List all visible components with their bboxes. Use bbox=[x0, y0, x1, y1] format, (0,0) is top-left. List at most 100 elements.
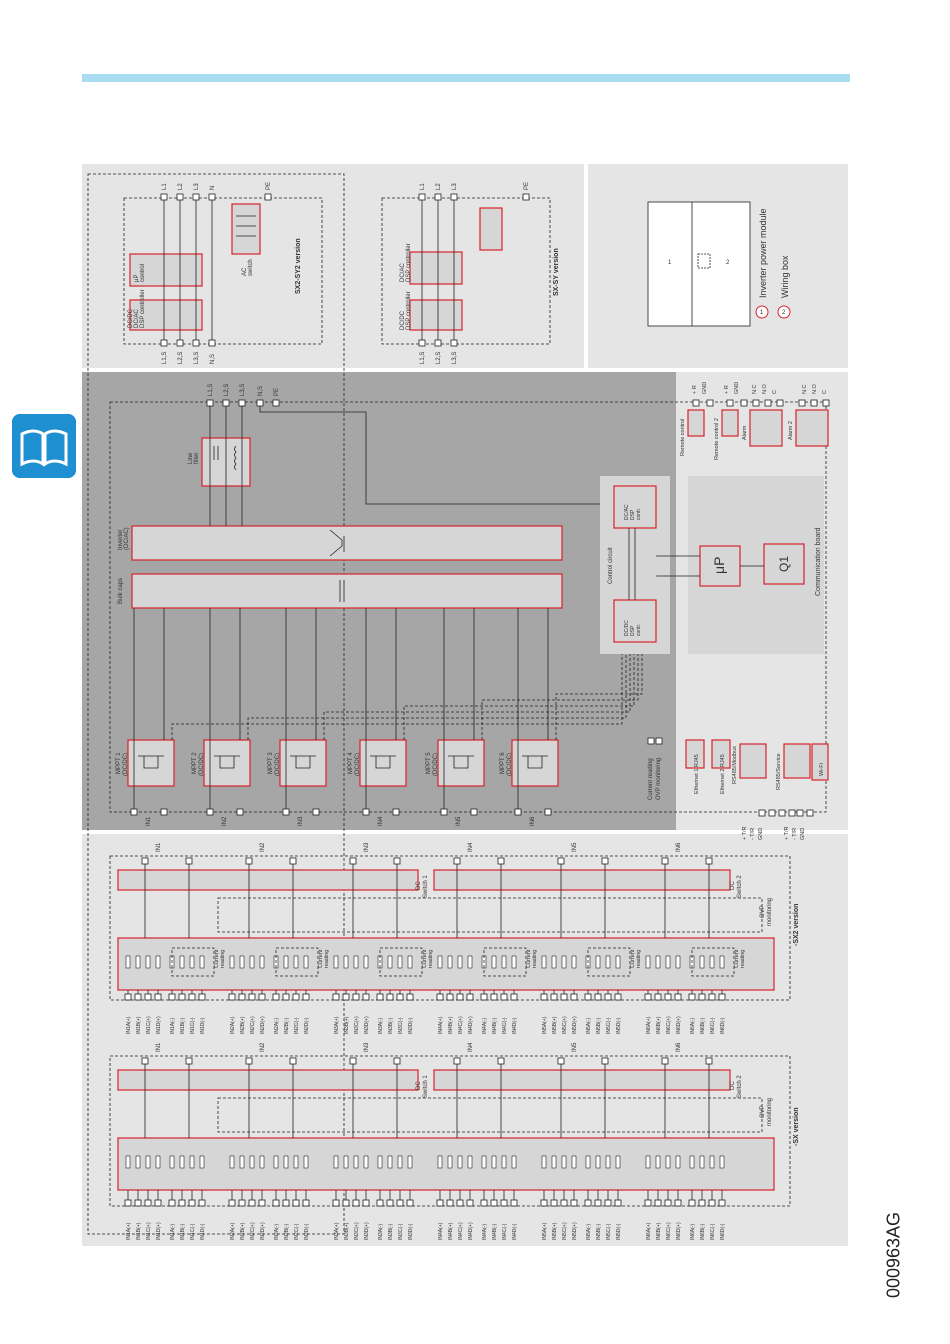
terminal-label: IN1D(-) bbox=[200, 1017, 206, 1034]
wiring-input-label: IN1 bbox=[156, 1042, 162, 1052]
wiring-diagram: .blk { fill:#d6d6d6; stroke:#d8232a; str… bbox=[82, 164, 848, 1246]
terminal-label: IN3C(-) bbox=[398, 1017, 404, 1034]
remote-control-2-label: Remote control 2 bbox=[714, 418, 720, 460]
line-s-label: L2,S bbox=[178, 352, 184, 364]
terminal-label: IN2B(-) bbox=[284, 1224, 290, 1240]
sx-sy-title: SX-SY version bbox=[553, 248, 560, 296]
output-label: L2,S bbox=[224, 384, 230, 396]
wiring-input-label: IN1 bbox=[156, 842, 162, 852]
dc-switch-1-label: DC bbox=[416, 881, 422, 890]
dcdc-dsp-block bbox=[613, 599, 657, 643]
line-label: N bbox=[210, 186, 216, 190]
terminal-label: IN6D(+) bbox=[676, 1016, 682, 1034]
version-title: -SX2 version bbox=[793, 904, 800, 946]
line-filter-label: Linefilter bbox=[188, 452, 200, 464]
version-title: -SX version bbox=[793, 1107, 800, 1146]
terminal-label: IN4A(+) bbox=[438, 1222, 444, 1240]
terminal-label: IN4C(-) bbox=[502, 1223, 508, 1240]
inverter-label: Inverter(DC/AC) bbox=[118, 527, 130, 550]
terminal-label: IN3D(-) bbox=[408, 1017, 414, 1034]
terminal-label: IN6D(+) bbox=[676, 1222, 682, 1240]
ovp-label: monitoring bbox=[767, 898, 773, 926]
terminal-label: IN1A(+) bbox=[126, 1222, 132, 1240]
terminal-label: IN3A(+) bbox=[334, 1222, 340, 1240]
input-label: IN5 bbox=[456, 816, 462, 826]
inverter-dcac-block bbox=[131, 525, 563, 561]
terminal-label: IN4C(+) bbox=[458, 1016, 464, 1034]
comm-board-label: Communication board bbox=[815, 527, 822, 596]
terminal-label: IN5D(-) bbox=[616, 1223, 622, 1240]
terminal-label: IN2A(-) bbox=[274, 1018, 280, 1034]
dc-switch-2-label: DC bbox=[730, 881, 736, 890]
current-reading-label: Current bbox=[630, 949, 636, 968]
terminal-label: IN6B(+) bbox=[656, 1222, 662, 1240]
current-reading-label: Current bbox=[526, 949, 532, 968]
current-reading-label: reading bbox=[636, 950, 642, 968]
output-label: PE bbox=[274, 388, 280, 396]
terminal-label: IN2C(+) bbox=[250, 1016, 256, 1034]
pin-label: + T/R bbox=[742, 826, 748, 840]
pin-label: + R bbox=[692, 385, 698, 394]
terminal-label: IN4D(-) bbox=[512, 1223, 518, 1240]
wiring-input-label: IN5 bbox=[572, 1042, 578, 1052]
terminal-label: IN5D(-) bbox=[616, 1017, 622, 1034]
current-reading-label: reading bbox=[428, 950, 434, 968]
line-label: L2 bbox=[436, 183, 442, 190]
dc-switch-1-label: DC bbox=[416, 1081, 422, 1090]
legend-item-2: Wiring box bbox=[780, 255, 790, 298]
header-bar bbox=[82, 74, 850, 82]
terminal-label: IN4B(+) bbox=[448, 1016, 454, 1034]
up-label: μP bbox=[711, 557, 727, 574]
terminal-label: IN4D(+) bbox=[468, 1222, 474, 1240]
current-reading-label: reading bbox=[220, 950, 226, 968]
terminal-label: IN1D(-) bbox=[200, 1223, 206, 1240]
terminal-label: IN2C(-) bbox=[294, 1017, 300, 1034]
terminal-label: IN5A(+) bbox=[542, 1222, 548, 1240]
svg-text:2: 2 bbox=[782, 310, 786, 316]
remote-control-label: Remote control bbox=[680, 419, 686, 456]
wiring-input-label: IN3 bbox=[364, 842, 370, 852]
sx2-dcdc-label: DC/DCDC/ACDSP controller bbox=[128, 289, 146, 328]
mppt-label: (DC/DC) bbox=[507, 753, 513, 776]
pin-label: GND bbox=[734, 382, 740, 394]
terminal-label: IN4A(+) bbox=[438, 1016, 444, 1034]
mppt-block bbox=[511, 739, 559, 787]
terminal-label: IN2D(-) bbox=[304, 1223, 310, 1240]
line-label: L3 bbox=[194, 183, 200, 190]
line-label: L3 bbox=[452, 183, 458, 190]
terminal-label: IN4A(-) bbox=[482, 1224, 488, 1240]
legend: 1 2 1 2 Inverter power module Wiring box bbox=[647, 201, 791, 327]
terminal-label: IN2B(-) bbox=[284, 1018, 290, 1034]
terminal-label: IN3C(-) bbox=[398, 1223, 404, 1240]
sx-dcdc-label: DC/DCDSP controller bbox=[400, 291, 412, 330]
mppt-label: (DC/DC) bbox=[433, 753, 439, 776]
mppt-label: MPPT 6 bbox=[500, 752, 506, 774]
pin-label: N.C bbox=[752, 385, 758, 395]
current-reading-label: Current bbox=[422, 949, 428, 968]
line-s-label: L3,S bbox=[452, 352, 458, 364]
wiring-input-label: IN2 bbox=[260, 1042, 266, 1052]
terminal-label: IN2A(+) bbox=[230, 1222, 236, 1240]
terminal-label: IN5A(+) bbox=[542, 1016, 548, 1034]
line-s-label: L2,S bbox=[436, 352, 442, 364]
terminal-label: IN4B(+) bbox=[448, 1222, 454, 1240]
terminal-label: IN5C(-) bbox=[606, 1223, 612, 1240]
terminal-label: IN1A(-) bbox=[170, 1224, 176, 1240]
input-label: IN1 bbox=[146, 816, 152, 826]
mppt-block bbox=[359, 739, 407, 787]
terminal-label: IN1A(+) bbox=[126, 1016, 132, 1034]
terminal-label: IN2D(+) bbox=[260, 1016, 266, 1034]
pin-label: + R bbox=[724, 385, 730, 394]
terminal-label: IN2B(+) bbox=[240, 1222, 246, 1240]
svg-text:1: 1 bbox=[760, 310, 764, 316]
input-label: IN6 bbox=[530, 816, 536, 826]
terminal-label: IN3B(-) bbox=[388, 1224, 394, 1240]
pin-label: GND bbox=[800, 828, 806, 840]
rs485-service-label: RS485/Service bbox=[776, 753, 782, 790]
dc-switch-2-label: Switch 2 bbox=[737, 875, 743, 898]
terminal-label: IN6B(+) bbox=[656, 1016, 662, 1034]
terminal-label: IN6C(+) bbox=[666, 1222, 672, 1240]
line-s-label: L1,S bbox=[162, 352, 168, 364]
terminal-label: IN3B(-) bbox=[388, 1018, 394, 1034]
